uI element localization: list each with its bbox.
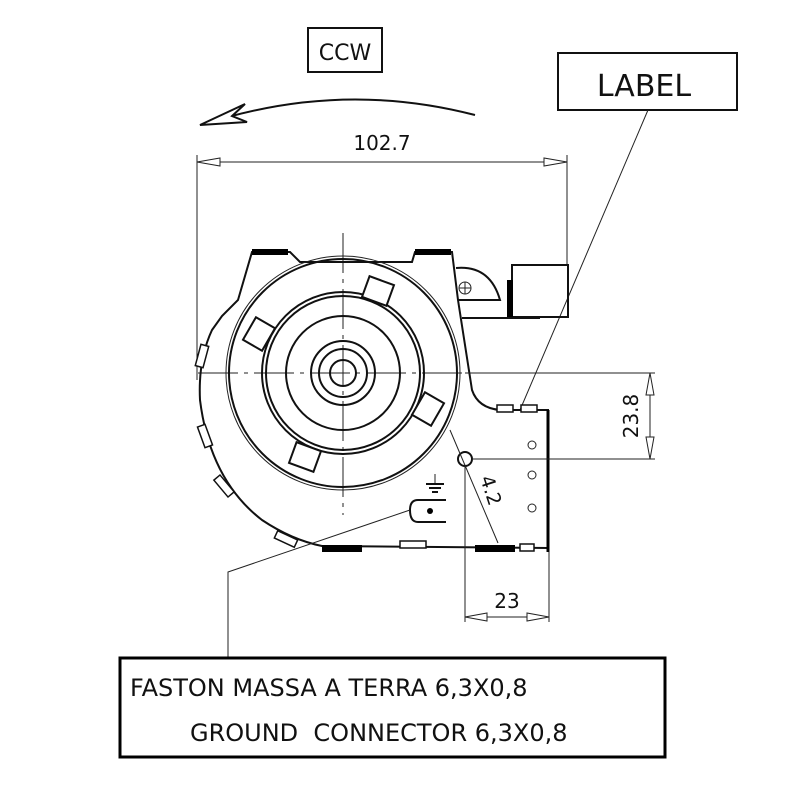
ccw-box: CCW (307, 27, 383, 73)
dimension-vertical-offset: 23.8 (465, 372, 655, 460)
svg-text:23.8: 23.8 (619, 394, 643, 439)
ground-connector (408, 499, 446, 523)
svg-text:FASTON MASSA A TERRA 6,3X0,8: FASTON MASSA A TERRA 6,3X0,8 (130, 674, 528, 702)
impeller-wheel (225, 255, 461, 491)
rotation-arrow-icon (199, 98, 476, 126)
svg-text:4.2: 4.2 (475, 473, 505, 509)
svg-text:102.7: 102.7 (353, 131, 410, 155)
label-box: LABEL (557, 52, 738, 111)
svg-text:23: 23 (494, 589, 519, 613)
dimension-horizontal-offset: 23 (464, 466, 550, 622)
blower-housing (194, 249, 569, 552)
ground-leader (227, 509, 411, 658)
ground-symbol-icon (426, 474, 444, 493)
ground-connector-note: FASTON MASSA A TERRA 6,3X0,8 GROUND CONN… (118, 656, 667, 759)
label-leader (519, 109, 649, 411)
svg-text:GROUND CONNECTOR 6,3X0,8: GROUND CONNECTOR 6,3X0,8 (190, 719, 568, 747)
label-text: LABEL (597, 69, 691, 104)
dimension-overall-width: 102.7 (196, 131, 568, 380)
dimension-hole: 4.2 (449, 429, 506, 544)
ccw-text: CCW (319, 41, 372, 66)
center-lines (198, 233, 560, 515)
